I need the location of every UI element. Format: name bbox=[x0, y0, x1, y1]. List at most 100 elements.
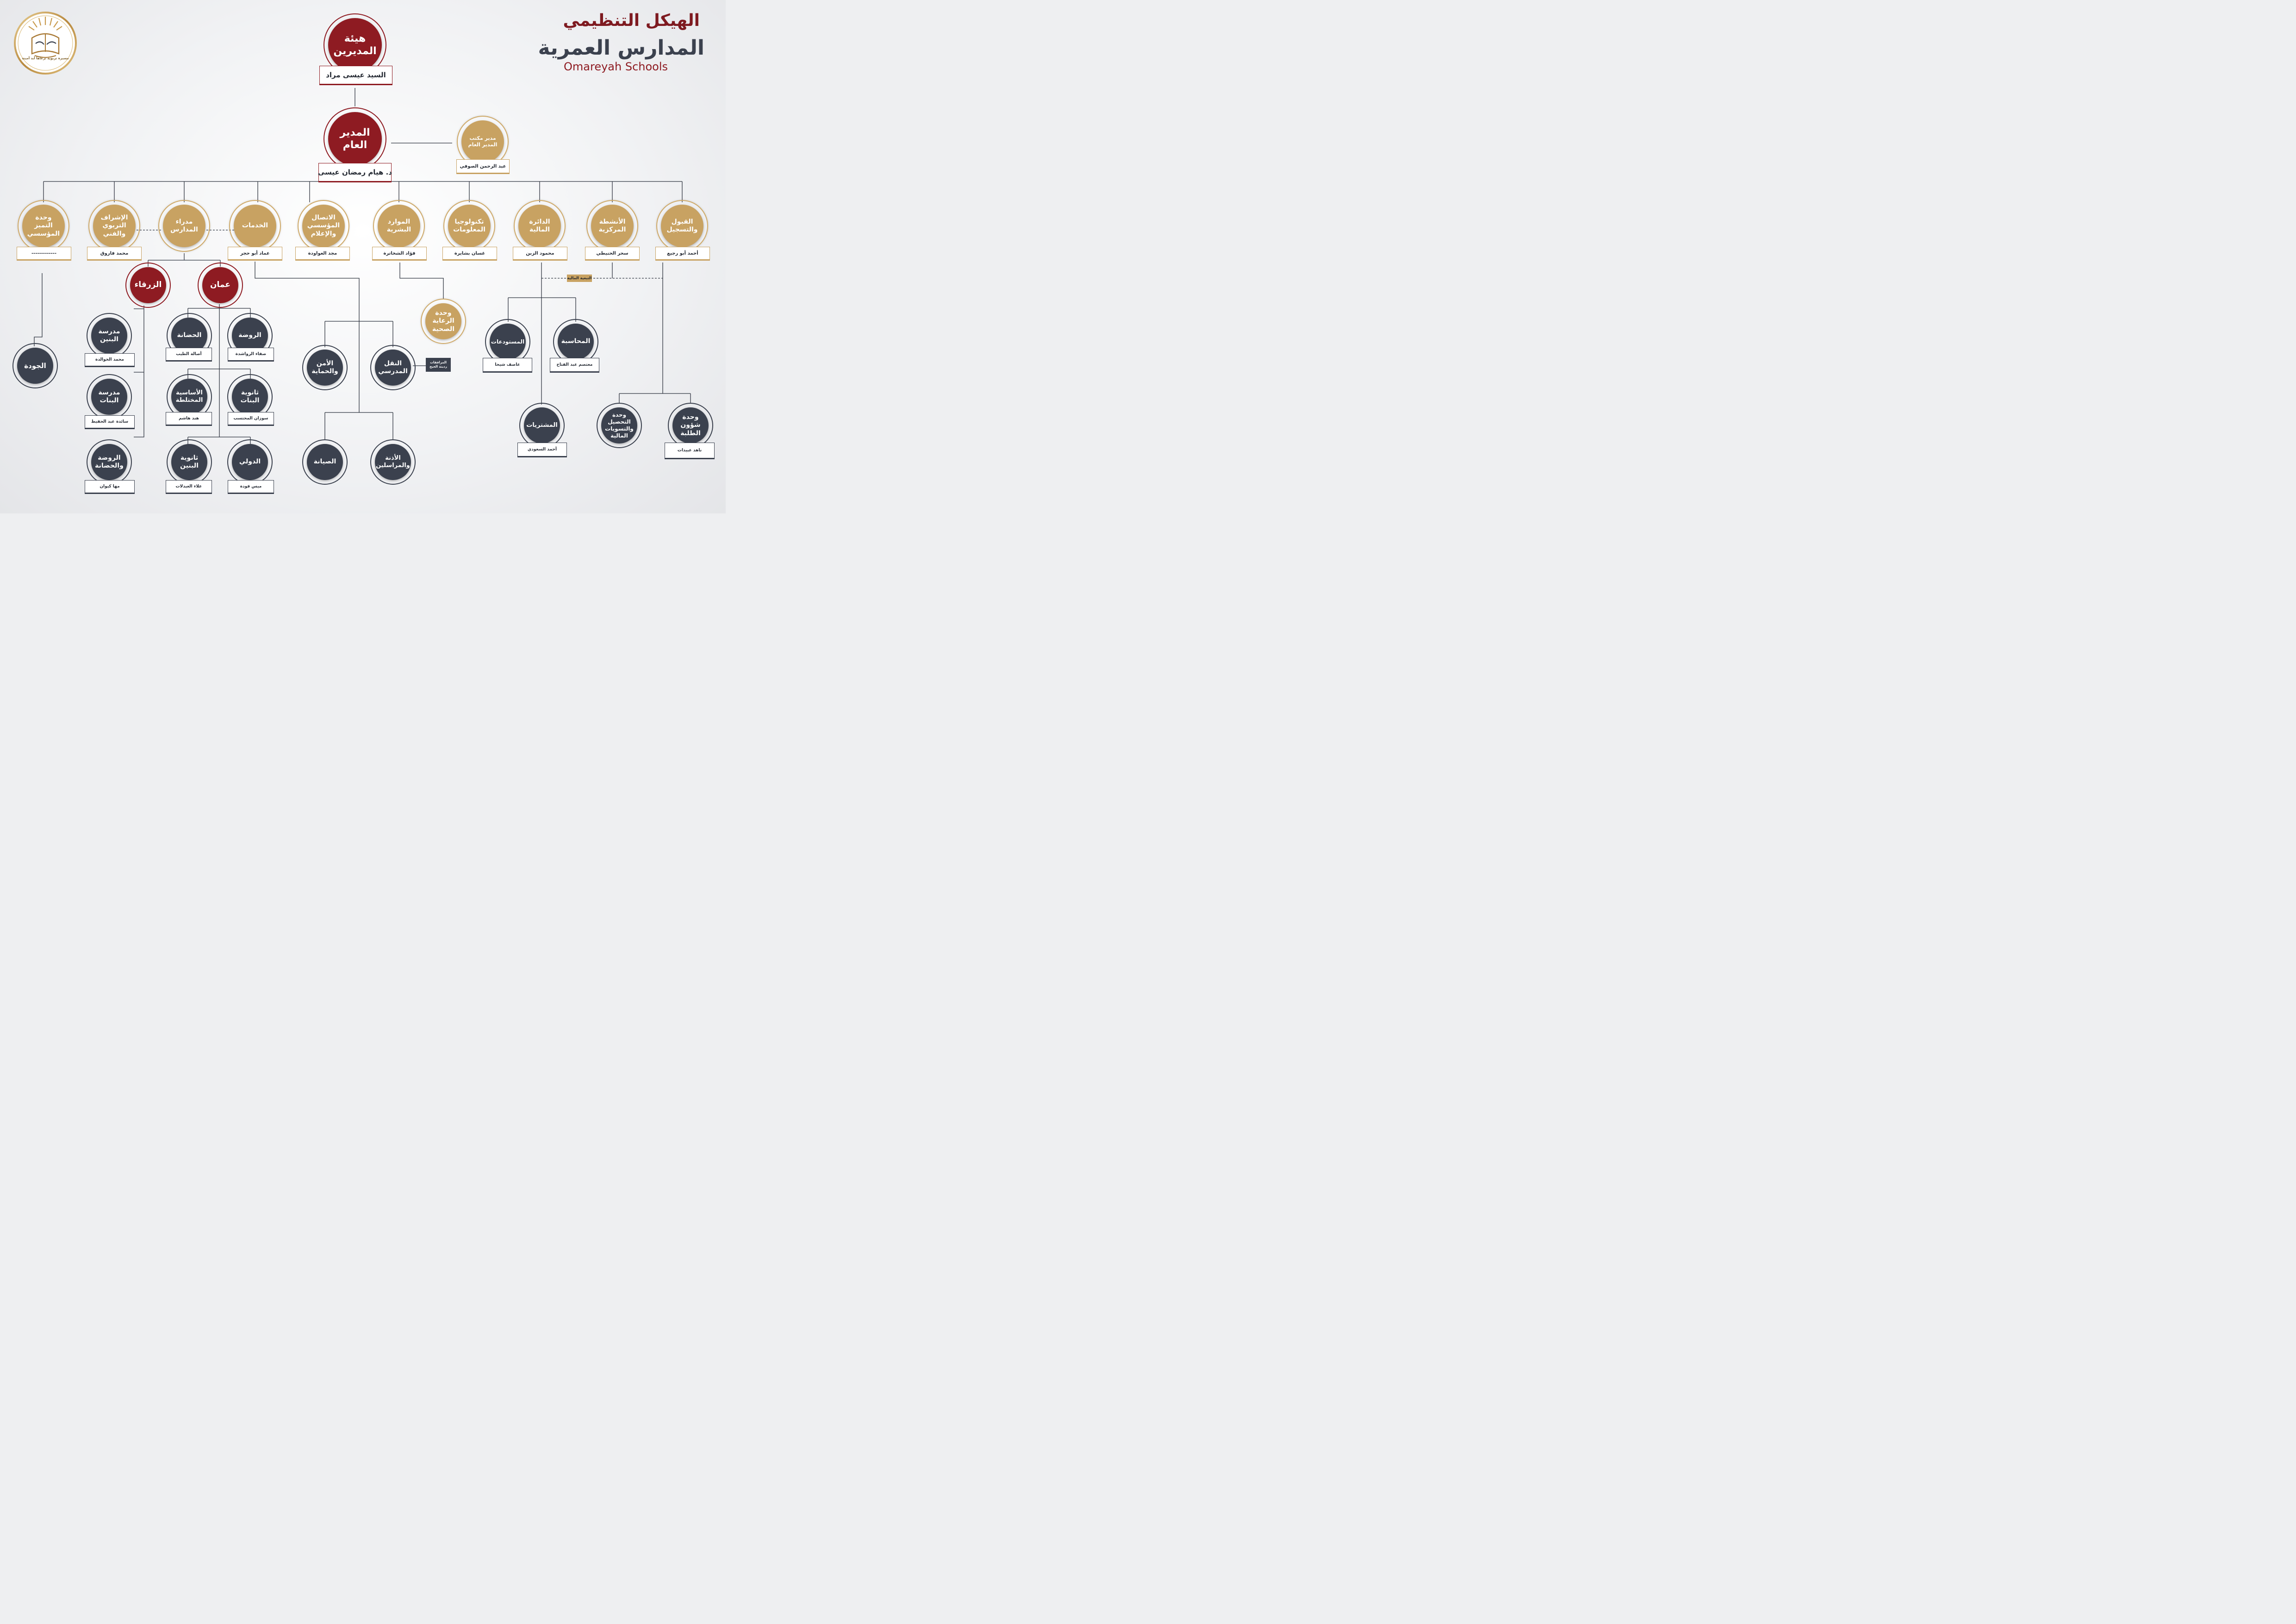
financial-affiliation-tag: التبعية المالية bbox=[567, 275, 592, 282]
transport-title: النقل المدرسي bbox=[378, 359, 408, 375]
page-subtitle-english: Omareyah Schools bbox=[564, 60, 668, 73]
finance-node: الدائرة المالية bbox=[518, 205, 561, 247]
excellence-node: وحدة التميز المؤسسي bbox=[22, 205, 65, 247]
gm-node: المدير العام bbox=[328, 112, 382, 166]
nursery-title: الحضانة bbox=[177, 331, 202, 339]
logo-tagline: مسيرة تربوية ترعاها أيد أمينة bbox=[22, 56, 69, 60]
basic-mixed-node: الأساسية المختلطة bbox=[171, 379, 207, 415]
admission-person: أحمد أبو رجيع bbox=[655, 247, 710, 261]
org-chart-canvas: مسيرة تربوية ترعاها أيد أمينة الهيكل الت… bbox=[0, 0, 726, 513]
admission-title: القبول والتسجيل bbox=[666, 218, 698, 234]
boys-school-title: مدرسة البنين bbox=[98, 327, 120, 344]
maintenance-title: الصيانة bbox=[313, 458, 336, 466]
finance-person: محمود الزبن bbox=[513, 247, 567, 261]
kg-zarqa-person: مها كيوان bbox=[85, 480, 135, 494]
boys-school-person: محمد الخوالدة bbox=[85, 353, 135, 367]
security-title: الأمن والحماية bbox=[311, 359, 338, 375]
activities-title: الأنشطة المركزية bbox=[598, 218, 626, 234]
excellence-person: ------------- bbox=[17, 247, 71, 261]
activities-person: سحر الحنيطي bbox=[585, 247, 640, 261]
messengers-ring bbox=[370, 439, 416, 485]
gm-person: د. هيام رمضان عيسى bbox=[318, 163, 392, 182]
supervision-node: الإشراف التربوي والفني bbox=[93, 205, 136, 247]
school-logo bbox=[14, 12, 77, 75]
board-title: هيئة المديرين bbox=[333, 32, 377, 57]
it-person: غسان بشايرة bbox=[442, 247, 497, 261]
boys-secondary-node: ثانوية البنين bbox=[171, 444, 207, 480]
gm-title: المدير العام bbox=[340, 126, 370, 151]
boys-secondary-title: ثانوية البنين bbox=[180, 454, 199, 470]
board-person: السيد عيسى مراد bbox=[319, 66, 392, 85]
girls-secondary-title: ثانوية البنات bbox=[240, 388, 260, 405]
warehouses-node: المستودعات bbox=[490, 324, 526, 360]
transport-node: النقل المدرسي bbox=[375, 350, 411, 386]
health-title: وحدة الرعاية الصحية bbox=[432, 309, 455, 333]
health-ring bbox=[421, 299, 466, 344]
activities-node: الأنشطة المركزية bbox=[591, 205, 634, 247]
messengers-node: الأذنة والمراسلين bbox=[375, 444, 411, 480]
girls-secondary-person: سوزان المحتسب bbox=[228, 412, 274, 426]
quality-title: الجودة bbox=[24, 361, 46, 370]
media-title: الاتصال المؤسسي والإعلام bbox=[307, 213, 340, 237]
zarqa-title: الزرقاء bbox=[134, 280, 162, 290]
security-node: الأمن والحماية bbox=[307, 350, 343, 386]
collection-node: وحدة التحصيل والتسويات المالية bbox=[601, 407, 637, 443]
gm-office-title: مدير مكتب المدير العام bbox=[468, 135, 498, 148]
zarqa-ring bbox=[125, 262, 171, 308]
it-title: تكنولوجيا المعلومات bbox=[453, 218, 485, 234]
kg-zarqa-title: الروضة والحضانة bbox=[95, 454, 124, 470]
services-person: عماد أبو حجر bbox=[228, 247, 282, 261]
hr-node: الموارد البشرية bbox=[378, 205, 420, 247]
hr-title: الموارد البشرية bbox=[386, 218, 411, 234]
excellence-title: وحدة التميز المؤسسي bbox=[27, 213, 60, 237]
warehouses-person: عاصف شيحا bbox=[483, 358, 532, 373]
zarqa-node: الزرقاء bbox=[130, 267, 166, 303]
girls-school-person: سائدة عبد الحفيظ bbox=[85, 415, 135, 429]
kg-zarqa-node: الروضة والحضانة bbox=[91, 444, 127, 480]
purchases-title: المشتريات bbox=[526, 421, 558, 429]
girls-secondary-node: ثانوية البنات bbox=[232, 379, 268, 415]
services-title: الخدمات bbox=[242, 222, 268, 230]
health-node: وحدة الرعاية الصحية bbox=[425, 303, 461, 339]
page-title: الهيكل التنظيمي bbox=[563, 11, 700, 30]
services-node: الخدمات bbox=[234, 205, 276, 247]
principals-title: مدراء المدارس bbox=[170, 218, 198, 234]
international-node: الدولي bbox=[232, 444, 268, 480]
connector-lines bbox=[34, 88, 691, 445]
kg-person: صفاء الرواشدة bbox=[228, 348, 274, 362]
basic-mixed-title: الأساسية المختلطة bbox=[175, 389, 203, 404]
principals-node: مدراء المدارس bbox=[163, 205, 205, 247]
boys-school-node: مدرسة البنين bbox=[91, 318, 127, 354]
collection-ring bbox=[597, 403, 642, 448]
page-subtitle: المدارس العمرية bbox=[538, 36, 704, 60]
finance-title: الدائرة المالية bbox=[529, 218, 550, 234]
collection-title: وحدة التحصيل والتسويات المالية bbox=[605, 412, 634, 439]
accounting-node: المحاسبة bbox=[558, 324, 594, 360]
maintenance-ring bbox=[302, 439, 348, 485]
security-ring bbox=[302, 345, 348, 390]
admission-node: القبول والتسجيل bbox=[661, 205, 703, 247]
principals-ring bbox=[158, 200, 210, 252]
quality-node: الجودة bbox=[17, 348, 53, 384]
kg-title: الروضة bbox=[238, 331, 261, 339]
supervision-person: محمد فاروق bbox=[87, 247, 142, 261]
gm-office-person: عبد الرحمن الصوفي bbox=[456, 159, 510, 174]
amman-node: عمان bbox=[202, 267, 238, 303]
media-person: مجد العواودة bbox=[295, 247, 350, 261]
student-affairs-node: وحدة شؤون الطلبة bbox=[672, 407, 709, 443]
accounting-title: المحاسبة bbox=[561, 337, 591, 345]
hr-person: فؤاد الشخاترة bbox=[372, 247, 427, 261]
girls-school-title: مدرسة البنات bbox=[98, 388, 120, 405]
transport-ring bbox=[370, 345, 416, 390]
boys-secondary-person: علاء العبدلات bbox=[166, 480, 212, 494]
gm-office-node: مدير مكتب المدير العام bbox=[461, 120, 504, 163]
student-affairs-person: ناهد عبيدات bbox=[665, 443, 715, 459]
maintenance-node: الصيانة bbox=[307, 444, 343, 480]
girls-school-node: مدرسة البنات bbox=[91, 379, 127, 415]
board-node: هيئة المديرين bbox=[328, 18, 382, 72]
supervision-title: الإشراف التربوي والفني bbox=[100, 213, 128, 237]
nursery-person: أصالة الطيب bbox=[166, 348, 212, 362]
basic-mixed-person: هند هاشم bbox=[166, 412, 212, 426]
it-node: تكنولوجيا المعلومات bbox=[448, 205, 491, 247]
transport-escorts-note: المرافقات ردينة الحيح bbox=[426, 358, 451, 372]
